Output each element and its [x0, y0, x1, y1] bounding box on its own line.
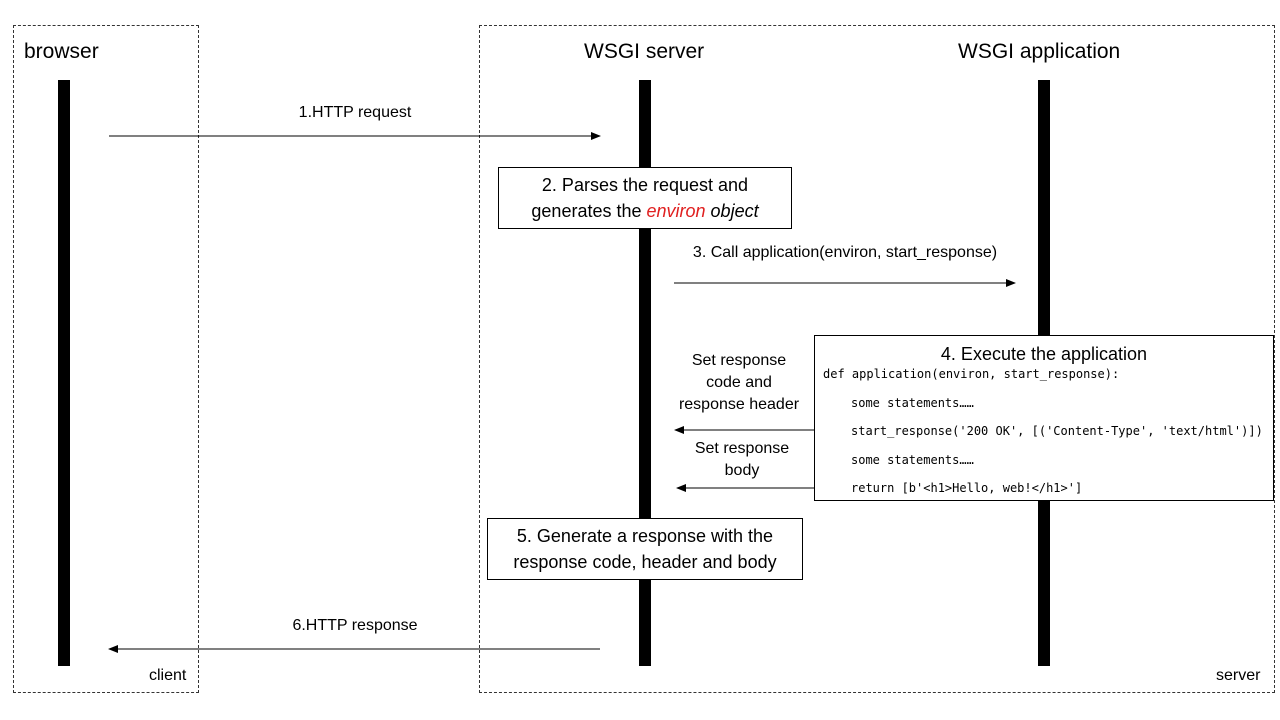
parse-box-line1: 2. Parses the request and: [541, 175, 749, 195]
code-line-statements-2: some statements……: [851, 453, 974, 467]
set-body-line1: Set response: [694, 440, 790, 457]
set-body-line2: body: [724, 462, 760, 479]
code-line-def: def application(environ, start_response)…: [823, 367, 1120, 381]
generate-box-line1: 5. Generate a response with the: [516, 526, 774, 546]
set-code-header-line1: Set response: [691, 352, 787, 369]
wsgi-application-title: WSGI application: [958, 40, 1121, 63]
client-region-label: client: [149, 667, 187, 684]
server-region-label: server: [1216, 667, 1261, 684]
code-line-start-response: start_response('200 OK', [('Content-Type…: [851, 424, 1263, 438]
browser-title: browser: [24, 40, 99, 63]
parse-box-line2-prefix: generates the: [531, 201, 647, 221]
parse-box-line2: generates the environ object: [499, 198, 791, 224]
environ-highlight: environ: [646, 201, 706, 221]
set-code-header-line3: response header: [678, 396, 800, 413]
http-response-label: 6.HTTP response: [292, 617, 418, 634]
set-code-header-label: Set response code and response header: [664, 350, 814, 416]
call-application-label: 3. Call application(environ, start_respo…: [692, 244, 998, 261]
set-body-label: Set response body: [667, 438, 817, 482]
generate-response-box: 5. Generate a response with the response…: [487, 518, 803, 580]
code-line-return: return [b'<h1>Hello, web!</h1>']: [851, 481, 1083, 495]
server-region: [479, 25, 1275, 693]
wsgi-server-title: WSGI server: [584, 40, 705, 63]
http-request-label: 1.HTTP request: [298, 104, 412, 121]
browser-lifeline: [58, 80, 70, 666]
code-line-statements-1: some statements……: [851, 396, 974, 410]
execute-box-title: 4. Execute the application: [940, 344, 1148, 364]
parse-box-line2-suffix: object: [705, 201, 759, 221]
execute-application-box: 4. Execute the application def applicati…: [814, 335, 1274, 501]
parse-request-box: 2. Parses the request and generates the …: [498, 167, 792, 229]
client-region: [13, 25, 199, 693]
set-code-header-line2: code and: [706, 374, 772, 391]
generate-box-line2: response code, header and body: [513, 552, 777, 572]
